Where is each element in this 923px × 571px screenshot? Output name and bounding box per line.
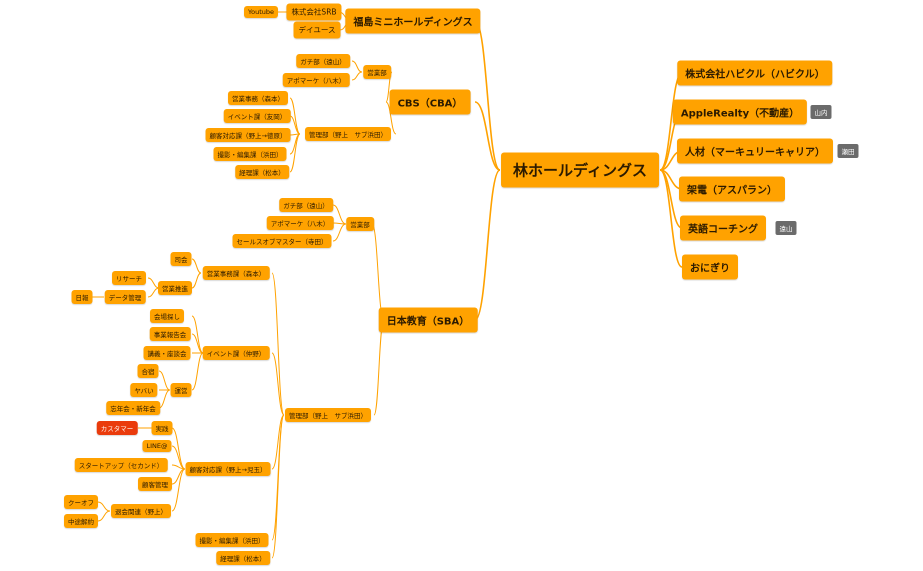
- node-cooloff[interactable]: クーオフ: [64, 495, 98, 509]
- tag-eigo: 遠山: [775, 221, 797, 235]
- tag-applerealty: 山内: [810, 105, 832, 119]
- sba-satsuei[interactable]: 撮影・編集課（浜田）: [195, 533, 269, 547]
- connector-line: [385, 101, 397, 135]
- node-youtube[interactable]: Youtube: [244, 6, 278, 18]
- cbs-mgmt-item[interactable]: 営業事務（森本）: [228, 91, 288, 105]
- connector-line: [191, 352, 204, 391]
- connector-line: [191, 333, 204, 354]
- cbs-mgmt-item[interactable]: 撮影・編集課（浜田）: [213, 147, 287, 161]
- cbs-sales-item[interactable]: アポマーケ（八木）: [282, 73, 350, 87]
- node-research[interactable]: リサーチ: [112, 271, 146, 285]
- node-gassyuku[interactable]: 合宿: [137, 364, 159, 378]
- sba-customer[interactable]: 顧客対応課（野上→児玉）: [185, 462, 271, 476]
- sba-office[interactable]: 営業事務課（森本）: [202, 266, 270, 280]
- connector-line: [191, 258, 202, 274]
- connector-line: [158, 370, 171, 391]
- connector-line: [171, 468, 186, 512]
- sba-sales-item[interactable]: アポマーケ（八木）: [266, 216, 334, 230]
- branch-sba[interactable]: 日本教育（SBA）: [378, 307, 478, 333]
- sba-keiri[interactable]: 経理課（松本）: [216, 551, 270, 565]
- branch-onigiri[interactable]: おにぎり: [682, 254, 738, 280]
- connector-line: [289, 97, 301, 135]
- connector-line: [474, 101, 501, 171]
- connector-line: [332, 223, 347, 242]
- branch-applerealty[interactable]: AppleRealty（不動産）: [672, 99, 808, 125]
- cbs-mgmt-item[interactable]: 顧客対応課（野上→徳原）: [205, 128, 291, 142]
- branch-cbs[interactable]: CBS（CBA）: [389, 89, 471, 115]
- node-unei[interactable]: 運営: [170, 383, 192, 397]
- root-node[interactable]: 林ホールディングス: [501, 152, 659, 188]
- connector-line: [351, 71, 363, 81]
- branch-jinzai[interactable]: 人材（マーキュリーキャリア）: [677, 138, 833, 164]
- cbs-sales-item[interactable]: ガチ部（遠山）: [296, 54, 350, 68]
- node-bonen[interactable]: 忘年会・新年会: [106, 401, 160, 415]
- connector-line: [158, 389, 171, 409]
- node-chuto[interactable]: 中途解約: [64, 514, 98, 528]
- connector-line: [191, 272, 202, 289]
- connector-line: [271, 414, 285, 559]
- node-suishin[interactable]: 営業推進: [158, 281, 192, 295]
- connector-line: [371, 223, 385, 321]
- tag-jinzai: 瀬田: [837, 144, 859, 158]
- connector-line: [289, 133, 301, 173]
- branch-kaden[interactable]: 架電（アスパラン）: [679, 176, 785, 202]
- cbs-sales[interactable]: 営業部: [363, 65, 391, 79]
- connector-line: [474, 169, 501, 321]
- node-nippo[interactable]: 日報: [71, 290, 93, 304]
- node-yabai[interactable]: ヤバい: [130, 383, 158, 397]
- sba-sales-item[interactable]: セールスオブマスター（寺田）: [232, 234, 332, 248]
- node-jissen[interactable]: 実践: [151, 421, 173, 435]
- node-line[interactable]: LINE@: [142, 440, 172, 452]
- sba-event[interactable]: イベント課（仲野）: [202, 346, 270, 360]
- connector-line: [351, 60, 363, 73]
- connector-line: [385, 71, 393, 103]
- connector-line: [289, 115, 301, 135]
- connector-line: [271, 352, 285, 416]
- connector-line: [147, 287, 160, 298]
- connector-line: [271, 414, 285, 470]
- branch-fukushima[interactable]: 福島ミニホールディングス: [345, 8, 481, 34]
- node-startup[interactable]: スタートアップ（セカンド）: [74, 458, 168, 472]
- connector-line: [171, 445, 186, 470]
- node-taikai[interactable]: 退会関連（野上）: [111, 504, 171, 518]
- sba-sales[interactable]: 営業部: [346, 217, 374, 231]
- node-report[interactable]: 事業報告会: [149, 327, 191, 341]
- branch-eigo[interactable]: 英語コーチング: [680, 215, 766, 241]
- node-shikai[interactable]: 司会: [170, 252, 192, 266]
- node-dayuse[interactable]: デイユース: [293, 21, 341, 39]
- node-customer-tag[interactable]: カスタマー: [96, 421, 138, 435]
- connector-line: [373, 319, 385, 416]
- node-data[interactable]: データ管理: [104, 290, 146, 304]
- cbs-mgmt-item[interactable]: イベント課（友岡）: [223, 109, 291, 123]
- connector-line: [97, 510, 111, 522]
- node-venue[interactable]: 会場探し: [150, 309, 184, 323]
- node-srb[interactable]: 株式会社SRB: [286, 3, 342, 21]
- node-lecture[interactable]: 講義・座談会: [143, 346, 191, 360]
- connector-line: [332, 204, 347, 225]
- connector-line: [171, 427, 186, 470]
- branch-habikuru[interactable]: 株式会社ハビクル（ハビクル）: [677, 60, 833, 86]
- cbs-mgmt[interactable]: 管理部（野上 サブ浜田）: [305, 127, 391, 141]
- connector-line: [97, 501, 111, 512]
- cbs-mgmt-item[interactable]: 経理課（松本）: [235, 165, 289, 179]
- connector-line: [659, 169, 683, 268]
- connector-line: [474, 20, 501, 171]
- sba-mgmt[interactable]: 管理部（野上 サブ浜田）: [285, 408, 371, 422]
- connector-line: [271, 272, 285, 416]
- node-kokyaku[interactable]: 顧客管理: [138, 477, 172, 491]
- sba-sales-item[interactable]: ガチ部（遠山）: [279, 198, 333, 212]
